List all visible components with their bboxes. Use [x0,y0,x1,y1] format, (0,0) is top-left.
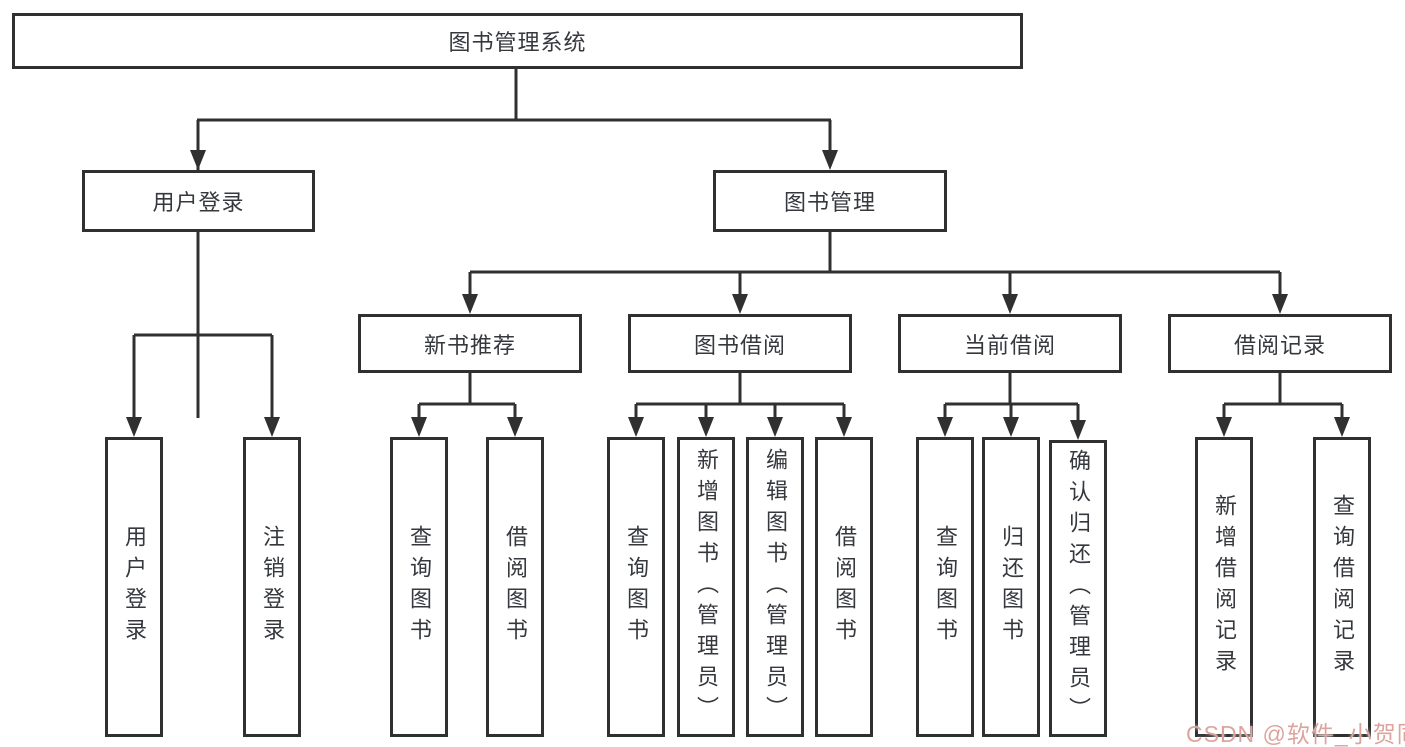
node-label: 注销登录 [260,525,285,649]
watermark: CSDN @软件_小贺同学 [1186,721,1405,747]
node-label: 图书管理 [783,190,876,215]
arrow-down-icon [1070,420,1086,440]
connector-book-borrowing-to-leaves [628,373,852,437]
node-label: 归还图书 [999,525,1024,649]
node-borrowing-records: 借阅记录 [1168,314,1392,373]
leaf-borrow-books: 借阅图书 [815,437,873,737]
arrow-down-icon [1003,417,1019,437]
node-label: 新增图书（管理员） [694,447,719,727]
connector-book-management-to-level3 [462,232,1288,314]
arrow-down-icon [836,417,852,437]
node-user-login: 用户登录 [82,170,315,232]
node-library-management-system: 图书管理系统 [12,13,1023,69]
leaf-confirm-return-admin: 确认归还（管理员） [1049,440,1107,737]
connector [634,373,846,418]
node-label: 查询图书 [933,525,958,649]
node-label: 查询图书 [624,525,649,649]
connector-current-borrowing-to-leaves [937,373,1086,440]
node-label: 查询图书 [407,525,432,649]
arrow-down-icon [698,417,714,437]
arrow-down-icon [411,417,427,437]
leaf-borrow-books: 借阅图书 [486,437,544,737]
arrow-down-icon [1216,417,1232,437]
arrow-down-icon [628,417,644,437]
node-label: 用户登录 [122,525,147,649]
node-label: 借阅图书 [832,525,857,649]
node-label: 确认归还（管理员） [1066,449,1091,728]
node-book-borrowing: 图书借阅 [628,314,852,373]
arrow-down-icon [1272,294,1288,314]
leaf-query-books: 查询图书 [390,437,448,737]
node-book-management: 图书管理 [713,170,947,232]
node-new-book-recommendation: 新书推荐 [358,314,582,373]
arrow-down-icon [190,150,206,170]
leaf-logout: 注销登录 [243,437,301,737]
leaf-query-books: 查询图书 [916,437,974,737]
connector [1222,373,1344,418]
arrow-down-icon [822,150,838,170]
leaf-add-book-admin: 新增图书（管理员） [677,437,735,737]
leaf-query-books: 查询图书 [607,437,665,737]
arrow-down-icon [732,294,748,314]
leaf-query-borrow-record: 查询借阅记录 [1313,437,1371,737]
node-label: 借阅图书 [503,525,528,649]
arrow-down-icon [937,417,953,437]
arrow-down-icon [264,417,280,437]
node-current-borrowing: 当前借阅 [898,314,1122,373]
node-label: 借阅记录 [1233,332,1326,358]
arrow-down-icon [507,417,523,437]
arrow-down-icon [767,417,783,437]
node-label: 编辑图书（管理员） [763,447,788,727]
connector [943,373,1080,421]
node-label: 用户登录 [152,190,245,215]
connector [417,373,517,418]
connector [468,232,1282,295]
arrow-down-icon [462,294,478,314]
node-label: 新书推荐 [423,332,516,358]
leaf-add-borrow-record: 新增借阅记录 [1195,437,1253,737]
node-label: 查询借阅记录 [1330,494,1355,680]
arrow-down-icon [1334,417,1350,437]
arrow-down-icon [126,417,142,437]
arrow-down-icon [1002,294,1018,314]
leaf-return-book: 归还图书 [982,437,1040,737]
node-label: 新增借阅记录 [1212,494,1237,680]
connector [132,232,274,418]
connector-new-book-recommendation-to-leaves [411,373,523,437]
leaf-edit-book-admin: 编辑图书（管理员） [746,437,804,737]
node-label: 图书管理系统 [448,30,587,55]
leaf-user-login: 用户登录 [105,437,163,737]
connector-user-login-to-leaves [126,232,280,437]
node-label: 当前借阅 [963,332,1056,358]
node-label: 图书借阅 [693,332,786,358]
connector-borrowing-records-to-leaves [1216,373,1350,437]
